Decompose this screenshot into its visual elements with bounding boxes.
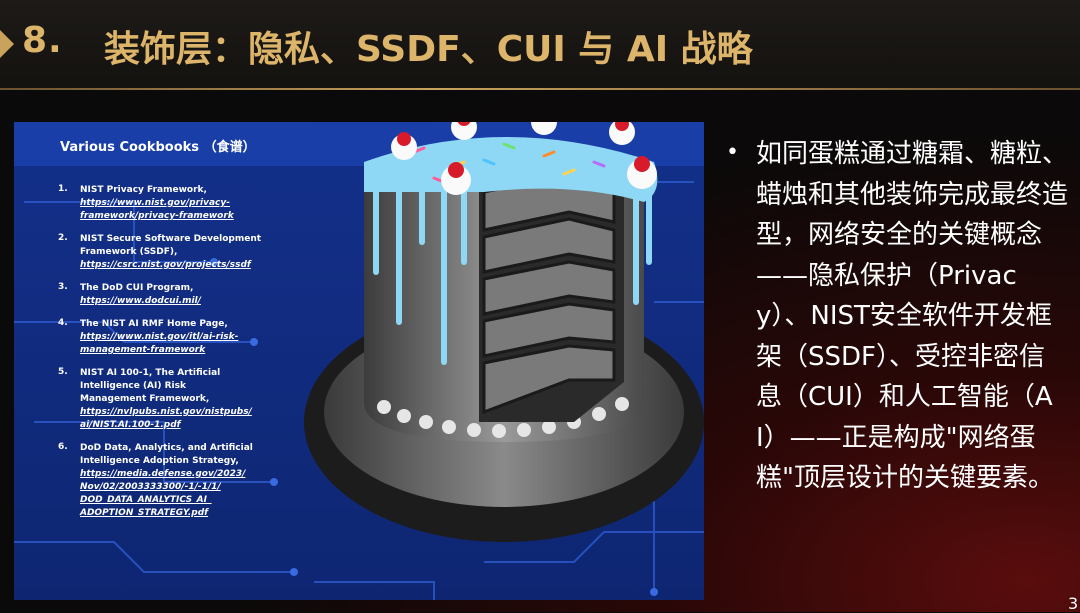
cookbook-list: 1. NIST Privacy Framework, https://www.n…	[58, 184, 278, 530]
cookbook-item-number: 4.	[58, 318, 68, 328]
cookbook-item-link[interactable]: https://www.nist.gov/privacy- framework/…	[80, 198, 234, 221]
cookbook-item-text: The DoD CUI Program,	[80, 283, 194, 293]
cookbook-item-text: The NIST AI RMF Home Page,	[80, 319, 228, 329]
cookbook-item-link[interactable]: https://csrc.nist.gov/projects/ssdf	[80, 260, 251, 270]
cookbook-item-number: 1.	[58, 184, 68, 194]
cookbook-item-text: NIST AI 100-1, The Artificial Intelligen…	[80, 368, 221, 404]
cookbook-item-number: 5.	[58, 367, 68, 377]
bullet-text: 如同蛋糕通过糖霜、糖粒、蜡烛和其他装饰完成最终造型，网络安全的关键概念——隐私保…	[756, 139, 1069, 493]
bullet-icon: •	[726, 140, 739, 165]
page-number: 3	[1068, 594, 1079, 613]
cookbook-item: 4. The NIST AI RMF Home Page, https://ww…	[58, 318, 278, 357]
cookbook-item-text: NIST Secure Software Development Framewo…	[80, 234, 262, 257]
cookbook-item-link[interactable]: https://www.nist.gov/itl/ai-risk- manage…	[80, 332, 239, 355]
cookbook-item: 2. NIST Secure Software Development Fram…	[58, 233, 278, 272]
cookbook-item-number: 3.	[58, 282, 68, 292]
cookbook-item-number: 2.	[58, 233, 68, 243]
title-bar: 8. 装饰层：隐私、SSDF、CUI 与 AI 战略	[0, 0, 1080, 89]
cookbook-title: Various Cookbooks （食谱）	[60, 140, 256, 155]
cookbook-item-text: NIST Privacy Framework,	[80, 185, 207, 195]
cookbook-item: 5. NIST AI 100-1, The Artificial Intelli…	[58, 367, 278, 432]
cookbook-item: 6. DoD Data, Analytics, and Artificial I…	[58, 442, 278, 520]
cookbook-item-text: DoD Data, Analytics, and Artificial Inte…	[80, 443, 253, 466]
cookbook-item-link[interactable]: https://www.dodcui.mil/	[80, 296, 201, 306]
title-arrow-icon	[0, 30, 14, 58]
cake-icon	[304, 122, 704, 542]
cookbook-item: 3. The DoD CUI Program, https://www.dodc…	[58, 282, 278, 308]
cookbook-item-number: 6.	[58, 442, 68, 452]
cookbook-item: 1. NIST Privacy Framework, https://www.n…	[58, 184, 278, 223]
slide-title: 装饰层：隐私、SSDF、CUI 与 AI 战略	[104, 29, 753, 70]
cake-illustration-image: Various Cookbooks （食谱） 1. NIST Privacy F…	[14, 122, 704, 600]
cookbook-item-link[interactable]: https://media.defense.gov/2023/ Nov/02/2…	[80, 469, 246, 518]
cookbook-item-link[interactable]: https://nvlpubs.nist.gov/nistpubs/ ai/NI…	[80, 407, 252, 430]
slide-number: 8.	[22, 20, 63, 61]
title-divider	[0, 88, 1080, 90]
